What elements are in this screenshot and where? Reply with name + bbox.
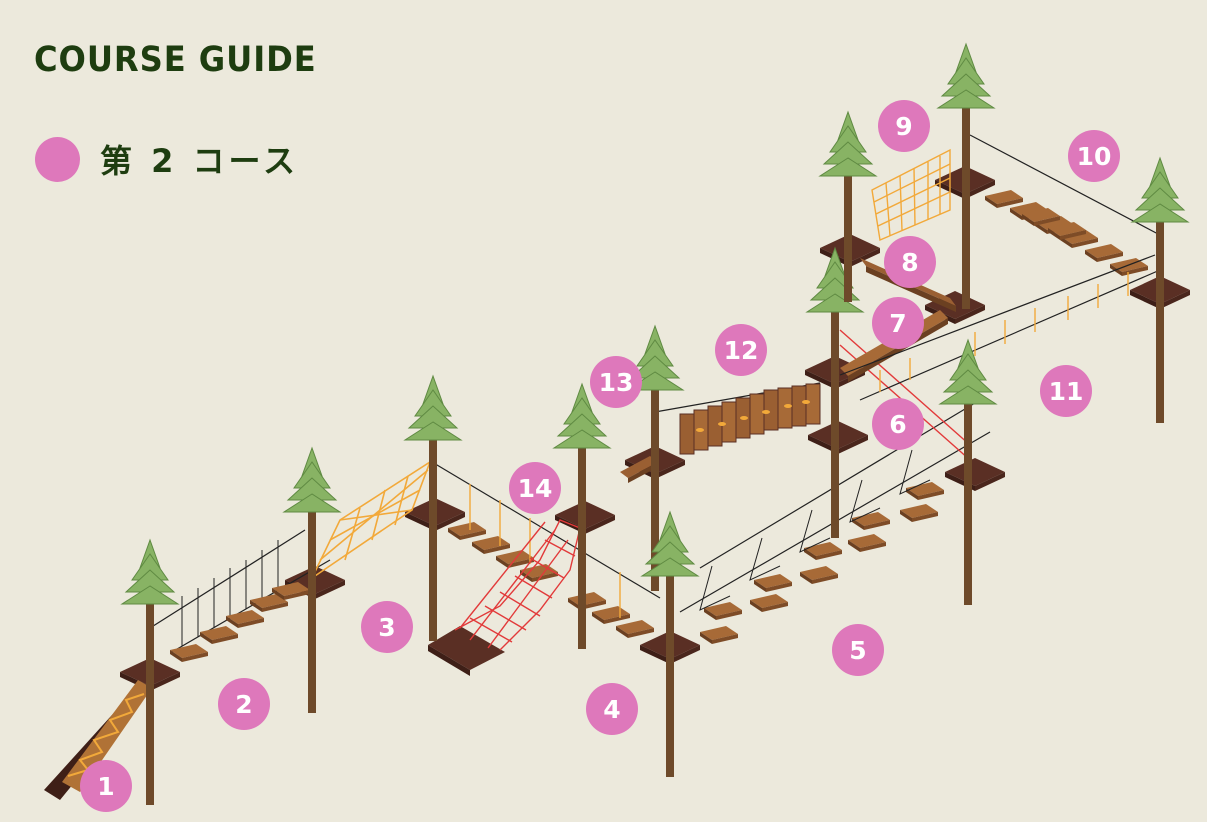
station-marker-circle bbox=[832, 624, 884, 676]
station-number: 14 bbox=[518, 474, 553, 503]
tree bbox=[640, 510, 700, 777]
station-number: 6 bbox=[889, 410, 906, 439]
page-title: COURSE GUIDE bbox=[34, 40, 317, 80]
climbing-net-9 bbox=[871, 148, 951, 241]
station-marker-circle bbox=[361, 601, 413, 653]
station-marker-13: 13 bbox=[590, 356, 642, 408]
station-number: 10 bbox=[1077, 142, 1112, 171]
station-marker-circle bbox=[80, 760, 132, 812]
station-marker-circle bbox=[872, 398, 924, 450]
course-legend: 第 2 コース bbox=[35, 136, 299, 182]
station-number: 12 bbox=[724, 336, 759, 365]
station-marker-circle bbox=[218, 678, 270, 730]
station-marker-circle bbox=[884, 236, 936, 288]
station-marker-circle bbox=[509, 462, 561, 514]
station-marker-circle bbox=[1040, 365, 1092, 417]
red-net-14 bbox=[428, 519, 581, 676]
station-marker-2: 2 bbox=[218, 678, 270, 730]
legend-color-dot bbox=[35, 136, 80, 182]
station-marker-circle bbox=[872, 297, 924, 349]
station-number: 11 bbox=[1049, 377, 1084, 406]
station-marker-1: 1 bbox=[80, 760, 132, 812]
station-number: 8 bbox=[901, 248, 918, 277]
station-marker-circle bbox=[878, 100, 930, 152]
tree bbox=[120, 538, 180, 805]
station-marker-6: 6 bbox=[872, 398, 924, 450]
station-marker-14: 14 bbox=[509, 462, 561, 514]
station-marker-8: 8 bbox=[884, 236, 936, 288]
station-number: 1 bbox=[97, 772, 114, 801]
tree bbox=[818, 110, 878, 302]
platform-12 bbox=[945, 458, 1005, 491]
station-marker-3: 3 bbox=[361, 601, 413, 653]
cable-line-11 bbox=[839, 254, 1161, 401]
station-marker-11: 11 bbox=[1040, 365, 1092, 417]
station-marker-4: 4 bbox=[586, 683, 638, 735]
station-marker-circle bbox=[590, 356, 642, 408]
rope-bridge-2 bbox=[149, 529, 331, 662]
plank-bridge-10 bbox=[969, 134, 1161, 276]
station-number: 7 bbox=[889, 309, 906, 338]
log-ramp bbox=[44, 680, 152, 800]
station-number: 9 bbox=[895, 112, 912, 141]
beam-13 bbox=[620, 456, 658, 483]
station-marker-circle bbox=[715, 324, 767, 376]
station-marker-12: 12 bbox=[715, 324, 767, 376]
station-number: 4 bbox=[603, 695, 620, 724]
station-number: 13 bbox=[599, 368, 634, 397]
tree bbox=[552, 382, 612, 649]
station-number: 3 bbox=[378, 613, 395, 642]
station-marker-circle bbox=[1068, 130, 1120, 182]
trees bbox=[120, 42, 1190, 805]
legend-label: 第 2 コース bbox=[100, 142, 299, 180]
station-marker-5: 5 bbox=[832, 624, 884, 676]
tree bbox=[282, 446, 342, 713]
station-marker-9: 9 bbox=[878, 100, 930, 152]
tree bbox=[1130, 156, 1190, 423]
tree bbox=[625, 324, 685, 591]
station-number: 2 bbox=[235, 690, 252, 719]
station-marker-7: 7 bbox=[872, 297, 924, 349]
station-marker-circle bbox=[586, 683, 638, 735]
tree bbox=[403, 374, 463, 641]
station-marker-10: 10 bbox=[1068, 130, 1120, 182]
tree bbox=[936, 42, 996, 309]
log-wall-12 bbox=[654, 382, 821, 455]
tree bbox=[938, 338, 998, 605]
station-number: 5 bbox=[849, 636, 866, 665]
